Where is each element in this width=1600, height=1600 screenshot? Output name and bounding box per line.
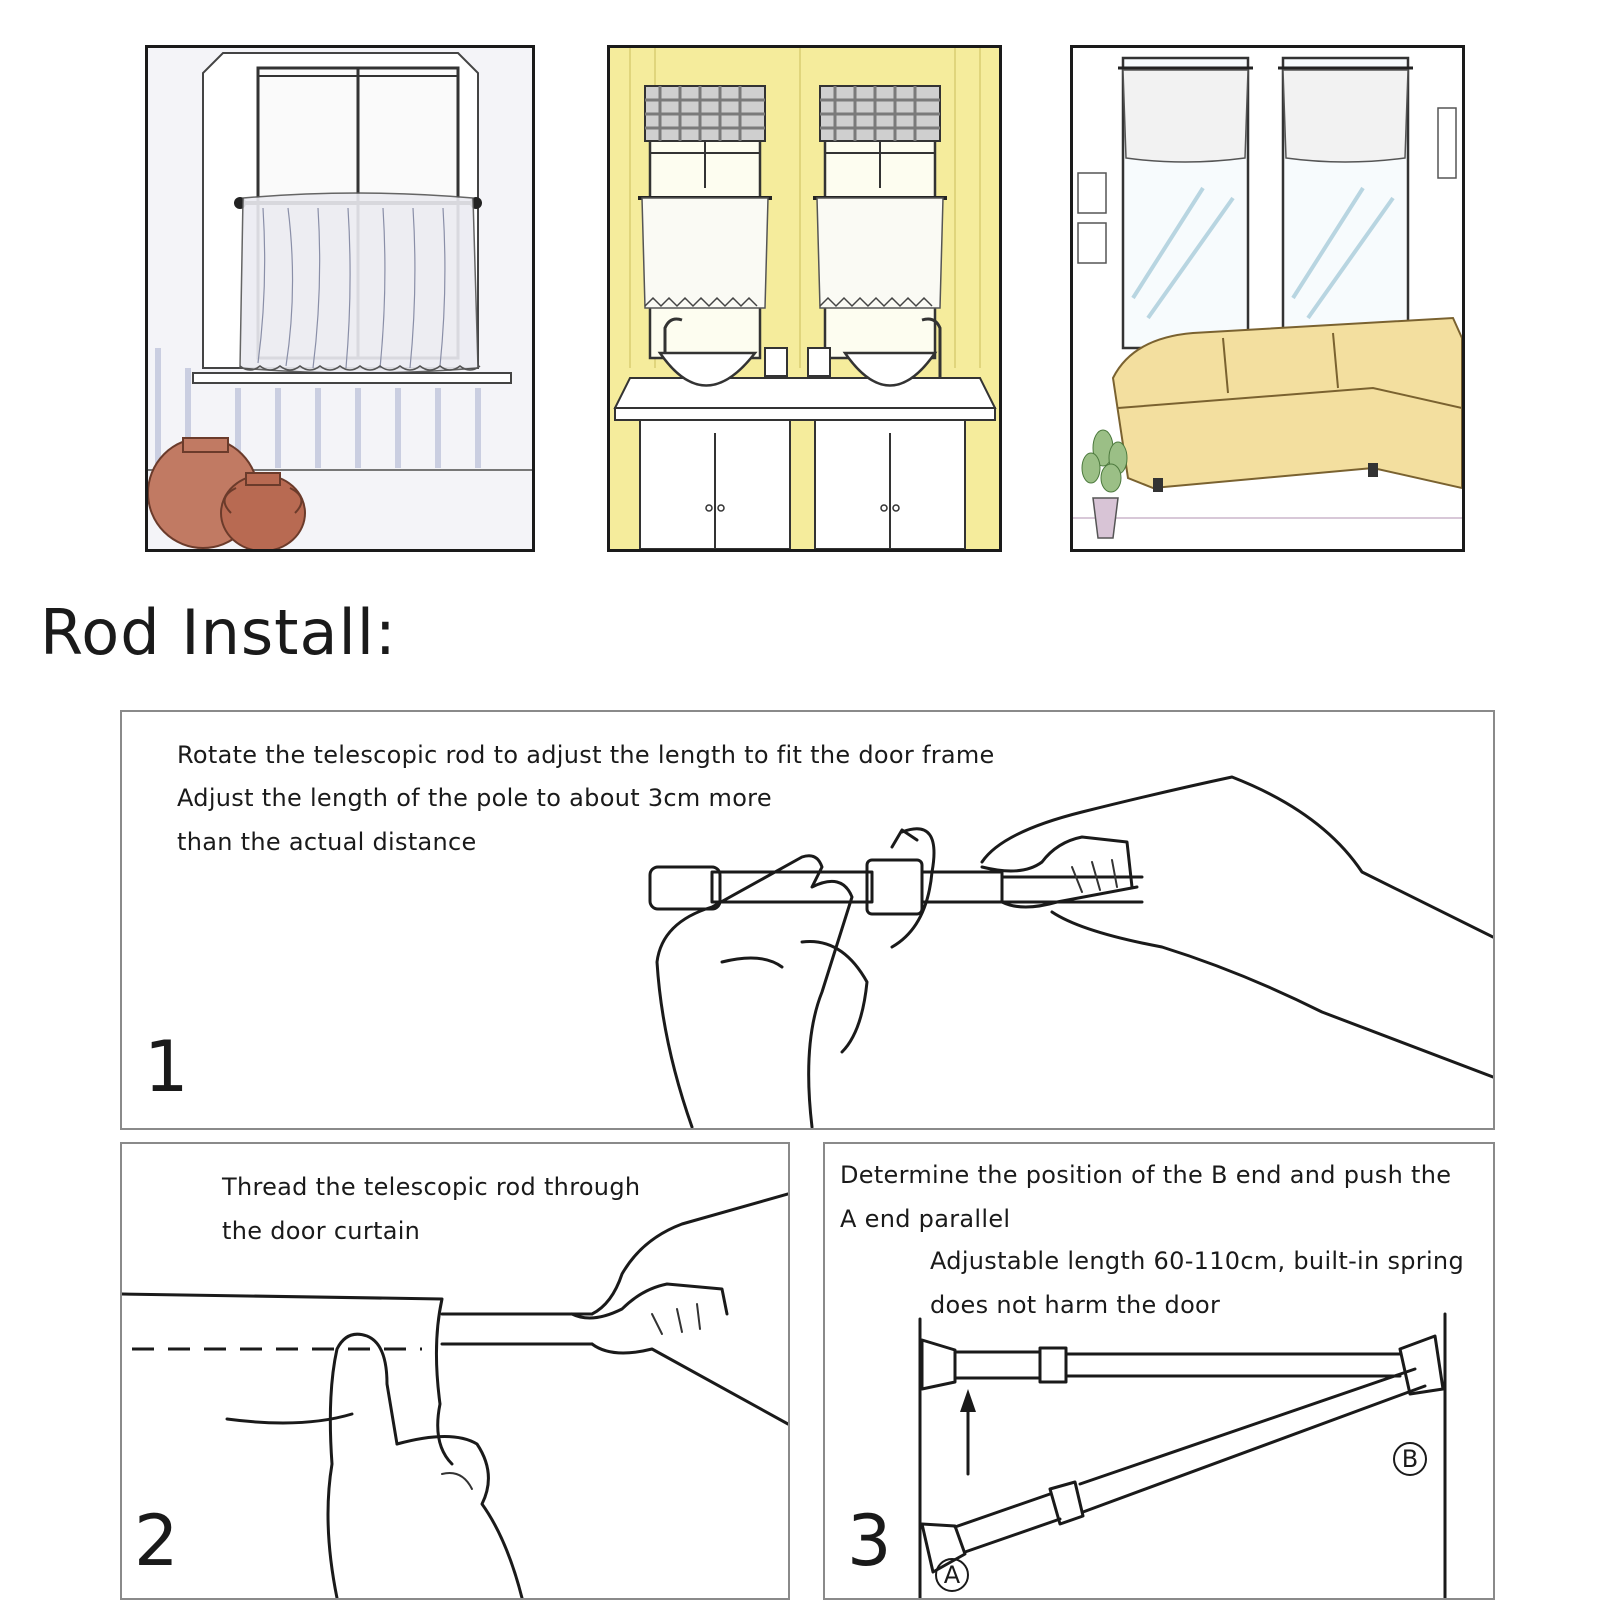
scene-living-room-sofa	[1070, 45, 1465, 552]
step-1-panel: Rotate the telescopic rod to adjust the …	[120, 710, 1495, 1130]
window-curtain-illustration	[148, 48, 532, 549]
step-1-number: 1	[144, 1026, 189, 1108]
step-3-text-line-2: A end parallel	[840, 1205, 1011, 1233]
living-room-curtain-illustration	[1073, 48, 1462, 549]
label-a-circle: A	[935, 1558, 969, 1592]
scene-window-cafe-curtain	[145, 45, 535, 552]
step-3-text-line-1: Determine the position of the B end and …	[840, 1161, 1452, 1189]
step-3-text-line-4: does not harm the door	[930, 1291, 1221, 1319]
step-1-text-line-1: Rotate the telescopic rod to adjust the …	[177, 741, 995, 769]
step-2-number: 2	[134, 1500, 179, 1582]
step-3-number: 3	[847, 1500, 892, 1582]
rod-install-heading: Rod Install:	[40, 596, 397, 669]
step-1-text-line-2: Adjust the length of the pole to about 3…	[177, 784, 772, 812]
step-3-panel: Determine the position of the B end and …	[823, 1142, 1495, 1600]
step-2-text-line-1: Thread the telescopic rod through	[222, 1173, 641, 1201]
rod-installation-diagram	[918, 1312, 1447, 1598]
hands-rotating-rod-illustration	[648, 775, 1493, 1128]
label-b-circle: B	[1393, 1442, 1427, 1476]
threading-rod-through-curtain-illustration	[122, 1192, 788, 1598]
step-1-text-line-3: than the actual distance	[177, 828, 477, 856]
scene-bathroom-vanity	[607, 45, 1002, 552]
step-2-text-line-2: the door curtain	[222, 1217, 421, 1245]
step-2-panel: Thread the telescopic rod through the do…	[120, 1142, 790, 1600]
bathroom-curtain-illustration	[610, 48, 999, 549]
step-3-text-line-3: Adjustable length 60-110cm, built-in spr…	[930, 1247, 1464, 1275]
